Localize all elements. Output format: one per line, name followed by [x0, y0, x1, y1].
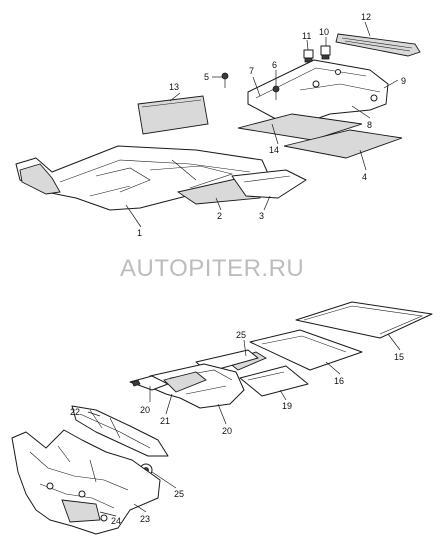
part-13-insulation-pad — [137, 95, 209, 135]
callout-8: 8 — [367, 120, 372, 130]
callout-26: 25 — [236, 330, 246, 340]
part-15-cargo-panel — [295, 301, 433, 339]
callout-25: 25 — [174, 489, 184, 499]
part-21-tunnel-cover — [163, 371, 207, 393]
callout-12: 12 — [361, 12, 371, 22]
part-24-insulator-pad — [61, 499, 101, 523]
callout-13: 13 — [169, 82, 179, 92]
upper-leader-lines — [125, 21, 399, 228]
callout-15: 15 — [394, 352, 404, 362]
part-9-rear-floor-panel — [247, 59, 389, 127]
callout-5: 5 — [204, 72, 209, 82]
callout-9: 9 — [401, 76, 406, 86]
part-5-screw — [221, 72, 229, 88]
part-16-floor-panel — [249, 329, 363, 371]
part-8-rear-mat — [237, 113, 363, 141]
callout-19: 19 — [282, 401, 292, 411]
callout-14: 14 — [269, 145, 279, 155]
upper-callouts: 12 11 10 9 7 5 6 13 8 14 4 1 2 3 — [137, 12, 406, 238]
part-22-dash-insulator — [71, 405, 169, 457]
callout-24: 24 — [111, 516, 121, 526]
lower-leader-lines — [87, 333, 401, 517]
part-20-front-floor-panel — [149, 363, 245, 409]
callout-23: 23 — [140, 514, 150, 524]
callout-2: 2 — [217, 211, 222, 221]
callout-3: 3 — [259, 211, 264, 221]
part-3-rear-mat-right — [231, 169, 307, 199]
watermark-text: AUTOPITER.RU — [120, 255, 304, 282]
callout-7: 7 — [249, 66, 254, 76]
callout-4: 4 — [362, 172, 367, 182]
part-4-cargo-mat — [283, 129, 403, 159]
part-19-rear-panel — [239, 365, 309, 397]
part-12-trim-strip — [335, 33, 421, 57]
part-10-clip — [320, 45, 331, 60]
part-23-lower-insulator — [11, 429, 161, 535]
callout-10: 10 — [319, 27, 329, 37]
callout-20-right: 20 — [222, 426, 232, 436]
callout-20-left: 20 — [140, 405, 150, 415]
lower-callouts: 15 16 25 19 20 21 20 22 25 24 23 — [70, 330, 404, 526]
part-11-clip — [303, 49, 314, 63]
callout-21: 21 — [160, 416, 170, 426]
part-20-side-trim — [129, 375, 169, 391]
callout-1: 1 — [137, 228, 142, 238]
callout-6: 6 — [272, 60, 277, 70]
callout-11: 11 — [302, 31, 311, 41]
callout-22: 22 — [70, 407, 80, 417]
callout-16: 16 — [334, 376, 344, 386]
